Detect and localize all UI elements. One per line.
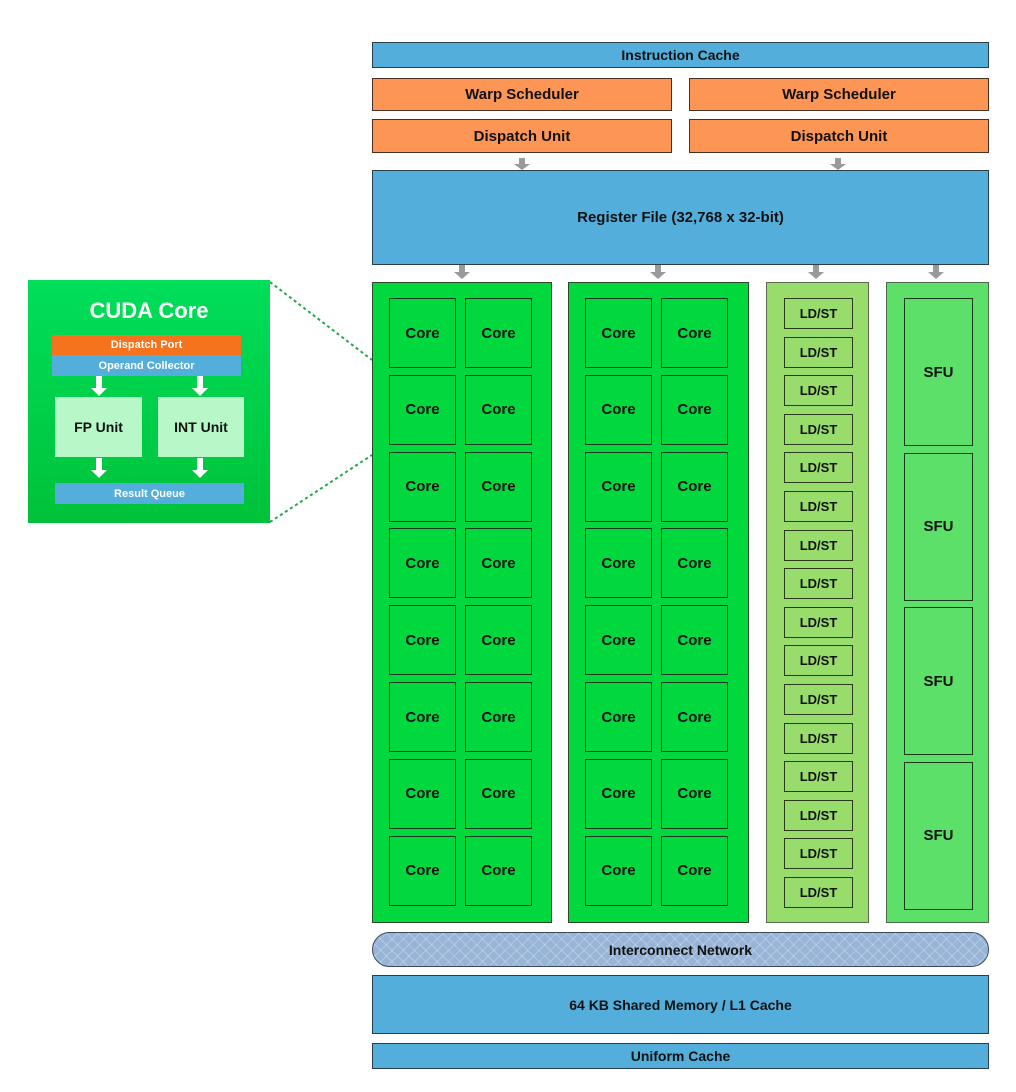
sfu-unit: SFU: [904, 452, 973, 601]
core-unit: Core: [389, 835, 456, 906]
fp-unit: FP Unit: [55, 397, 142, 457]
core-unit: Core: [585, 605, 652, 676]
ldst-unit: LD/ST: [784, 375, 853, 407]
core-unit: Core: [465, 298, 532, 368]
cuda-core-detail: CUDA Core Dispatch Port Operand Collecto…: [28, 280, 270, 523]
sfu-unit: SFU: [904, 761, 973, 910]
arrow-down-icon: [928, 265, 944, 279]
core-unit: Core: [465, 605, 532, 676]
core-unit: Core: [389, 298, 456, 368]
ldst-unit: LD/ST: [784, 761, 853, 793]
register-file-label: Register File (32,768 x 32-bit): [577, 209, 784, 226]
core-unit: Core: [389, 758, 456, 829]
arrow-down-icon: [830, 158, 846, 170]
ldst-unit: LD/ST: [784, 645, 853, 677]
zoom-connector-top: [269, 281, 373, 361]
ldst-unit: LD/ST: [784, 568, 853, 600]
cuda-core-arrows: [91, 376, 208, 478]
core-unit: Core: [661, 758, 728, 829]
arrow-down-icon: [514, 158, 530, 170]
core-unit: Core: [465, 528, 532, 599]
ldst-unit: LD/ST: [784, 606, 853, 638]
core-unit: Core: [585, 528, 652, 599]
dispatch-unit-left: Dispatch Unit: [372, 119, 672, 153]
core-unit: Core: [465, 374, 532, 445]
arrow-down-icon: [192, 458, 208, 478]
warp-scheduler-label: Warp Scheduler: [782, 86, 896, 103]
uniform-cache: Uniform Cache: [372, 1043, 989, 1069]
arrow-down-icon: [650, 265, 666, 279]
dispatch-unit-right: Dispatch Unit: [689, 119, 989, 153]
arrow-down-icon: [91, 458, 107, 478]
ldst-unit: LD/ST: [784, 298, 853, 329]
warp-scheduler-left: Warp Scheduler: [372, 78, 672, 111]
sfu-unit: SFU: [904, 607, 973, 755]
shared-memory-label: 64 KB Shared Memory / L1 Cache: [569, 996, 792, 1013]
core-unit: Core: [585, 682, 652, 752]
core-unit: Core: [585, 298, 652, 368]
arrow-down-icon: [192, 376, 208, 396]
core-unit: Core: [661, 835, 728, 906]
core-unit: Core: [661, 682, 728, 752]
result-queue: Result Queue: [55, 483, 244, 504]
register-file: Register File (32,768 x 32-bit): [372, 170, 989, 265]
core-unit: Core: [389, 682, 456, 752]
ldst-column: LD/ST LD/ST LD/ST LD/ST LD/ST LD/ST LD/ST LD/ST…: [766, 282, 869, 923]
core-unit: Core: [389, 374, 456, 445]
core-unit: Core: [389, 605, 456, 676]
operand-collector: Operand Collector: [52, 355, 241, 376]
dispatch-unit-label: Dispatch Unit: [473, 127, 571, 145]
arrow-down-icon: [91, 376, 107, 396]
instruction-cache: Instruction Cache: [372, 42, 989, 68]
zoom-connector-bottom: [269, 454, 373, 523]
uniform-cache-label: Uniform Cache: [630, 1048, 731, 1064]
interconnect-network: Interconnect Network: [372, 932, 989, 967]
core-unit: Core: [389, 528, 456, 599]
core-unit: Core: [661, 605, 728, 676]
ldst-unit: LD/ST: [784, 877, 853, 908]
core-unit: Core: [465, 758, 532, 829]
core-unit: Core: [661, 451, 728, 522]
arrow-down-icon: [454, 265, 470, 279]
core-unit: Core: [585, 835, 652, 906]
dispatch-port: Dispatch Port: [52, 335, 241, 355]
warp-scheduler-label: Warp Scheduler: [465, 86, 579, 103]
ldst-unit: LD/ST: [784, 452, 853, 484]
core-unit: Core: [661, 528, 728, 599]
sfu-unit: SFU: [904, 298, 973, 446]
core-unit: Core: [661, 298, 728, 368]
interconnect-network-label: Interconnect Network: [608, 941, 753, 958]
int-unit: INT Unit: [158, 397, 244, 457]
core-unit: Core: [585, 758, 652, 829]
dispatch-unit-label: Dispatch Unit: [790, 127, 888, 145]
core-unit: Core: [465, 682, 532, 752]
core-unit: Core: [661, 374, 728, 445]
cuda-core-title: CUDA Core: [89, 298, 209, 323]
core-unit: Core: [585, 374, 652, 445]
ldst-unit: LD/ST: [784, 529, 853, 561]
ldst-unit: LD/ST: [784, 838, 853, 870]
arrow-down-icon: [808, 265, 824, 279]
core-unit: Core: [585, 451, 652, 522]
ldst-unit: LD/ST: [784, 336, 853, 368]
arrows: [454, 158, 944, 279]
core-unit: Core: [389, 451, 456, 522]
ldst-unit: LD/ST: [784, 491, 853, 522]
ldst-unit: LD/ST: [784, 799, 853, 831]
core-unit: Core: [465, 835, 532, 906]
shared-memory-l1-cache: 64 KB Shared Memory / L1 Cache: [372, 975, 989, 1034]
ldst-unit: LD/ST: [784, 684, 853, 715]
instruction-cache-label: Instruction Cache: [621, 47, 740, 63]
ldst-unit: LD/ST: [784, 722, 853, 754]
warp-scheduler-right: Warp Scheduler: [689, 78, 989, 111]
ldst-unit: LD/ST: [784, 413, 853, 445]
core-unit: Core: [465, 451, 532, 522]
